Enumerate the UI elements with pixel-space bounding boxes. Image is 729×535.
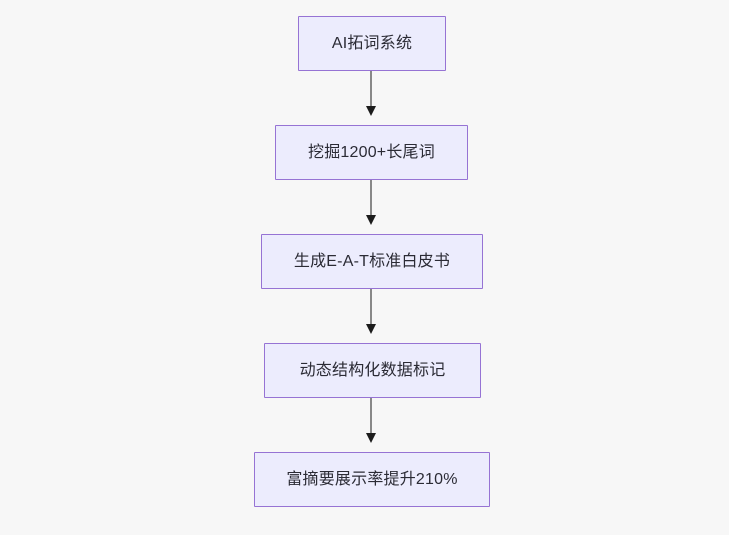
flowchart-node-label: 富摘要展示率提升210% [286,470,458,488]
arrow-down-icon [365,106,376,116]
flowchart-node-mine-longtail-keywords[interactable]: 挖掘1200+长尾词 [275,125,468,180]
edge-line [370,289,372,324]
edge-line [370,71,372,106]
arrow-down-icon [365,215,376,225]
flowchart-node-label: 生成E-A-T标准白皮书 [293,252,451,270]
edge-line [370,180,372,215]
flowchart-node-generate-eat-whitepaper[interactable]: 生成E-A-T标准白皮书 [261,234,483,289]
arrow-down-icon [365,433,376,443]
flowchart-node-rich-snippet-impression-lift[interactable]: 富摘要展示率提升210% [254,452,490,507]
arrow-down-icon [365,324,376,334]
flowchart-node-dynamic-structured-data-markup[interactable]: 动态结构化数据标记 [264,343,481,398]
edge-line [370,398,372,433]
flowchart-node-label: 动态结构化数据标记 [299,361,446,379]
flowchart-node-label: AI拓词系统 [331,34,413,52]
flowchart-node-label: 挖掘1200+长尾词 [308,143,435,161]
flowchart-node-ai-keyword-system[interactable]: AI拓词系统 [298,16,446,71]
